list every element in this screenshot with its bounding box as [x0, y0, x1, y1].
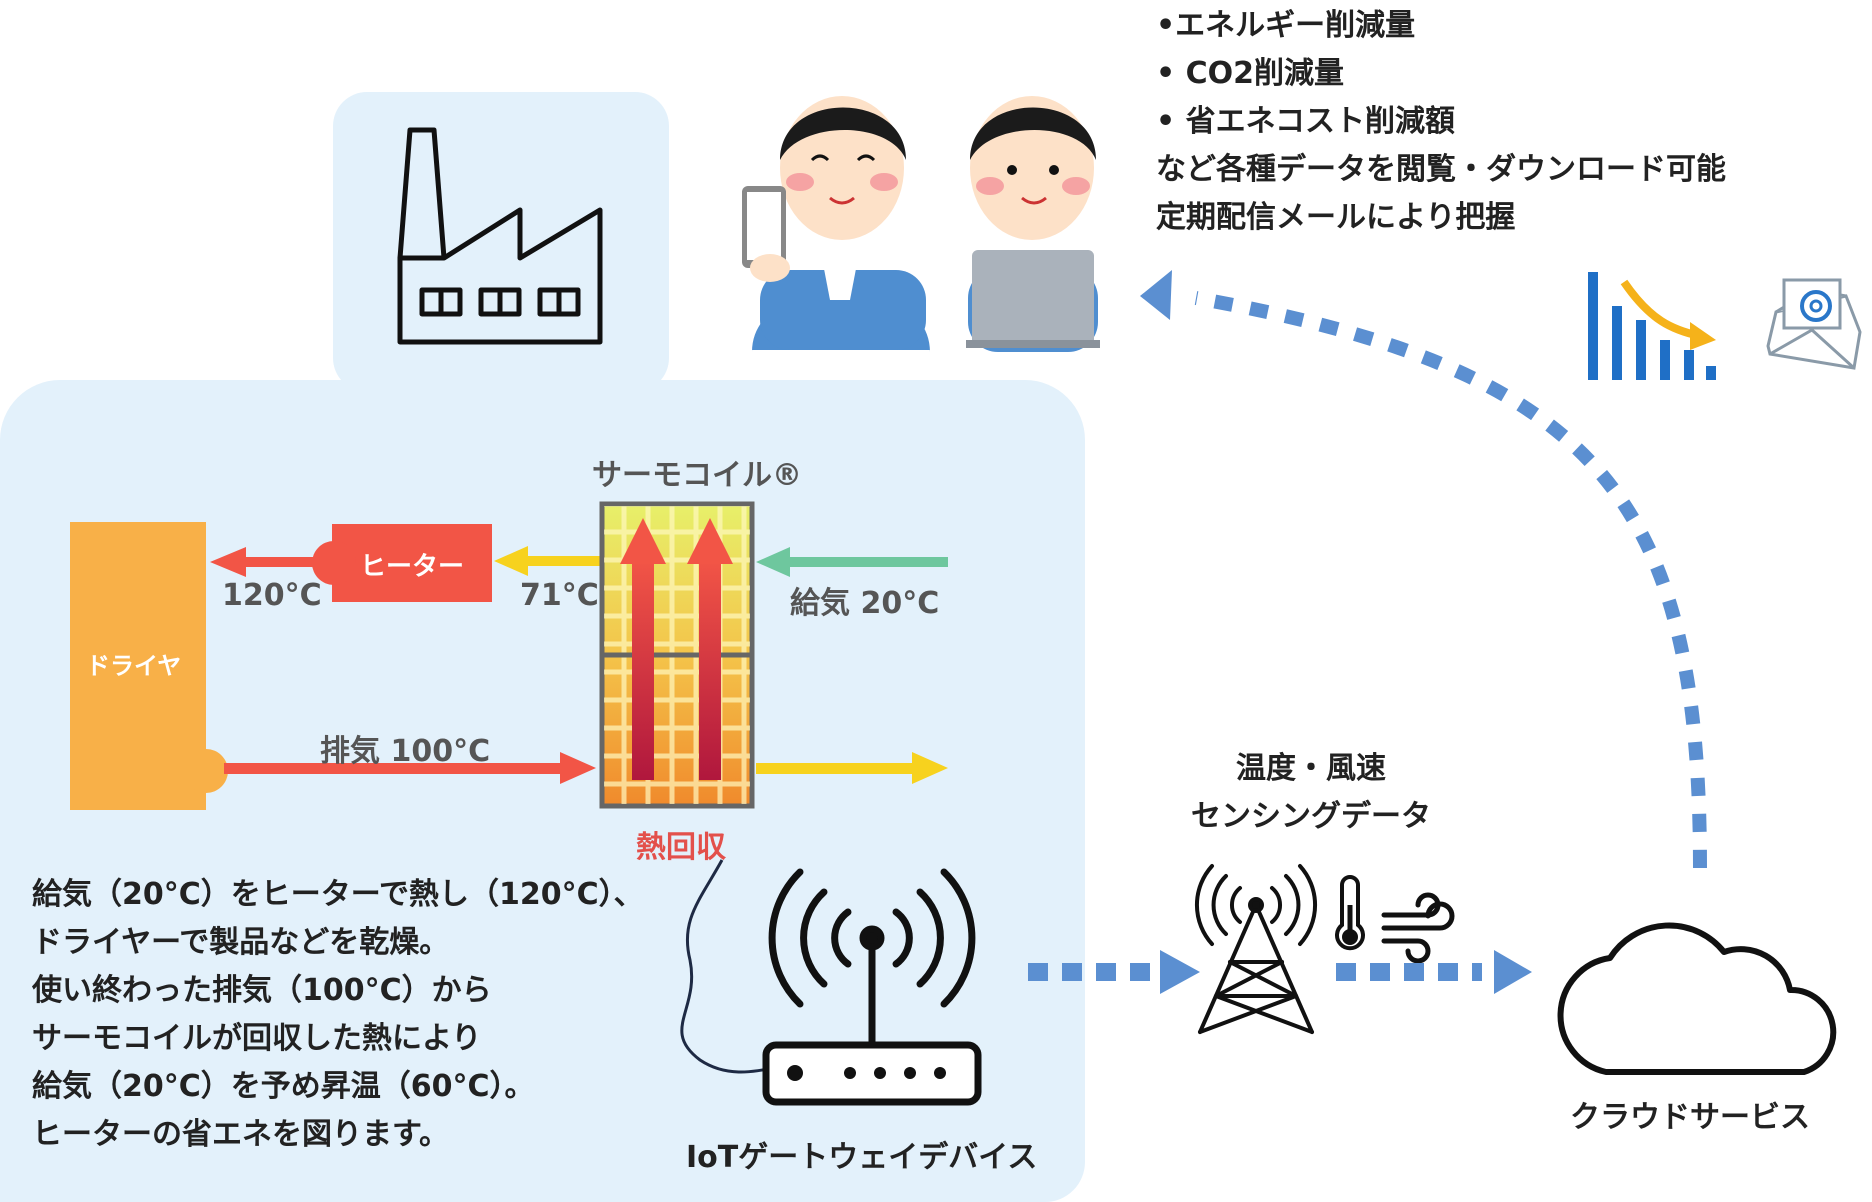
antenna-tower-icon	[1194, 864, 1318, 1034]
dryer-label: ドライヤ	[86, 652, 182, 680]
worker-laptop-icon	[966, 96, 1100, 352]
heater-box	[312, 524, 492, 602]
info-line: 定期配信メールにより把握	[1156, 200, 1516, 235]
arrow-exhaust	[224, 752, 596, 784]
temp-71: 71°C	[520, 578, 599, 613]
cloud-label: クラウドサービス	[1570, 1100, 1810, 1135]
sensing-line-1: 温度・風速	[1236, 751, 1386, 786]
description-line: ヒーターの省エネを図ります。	[32, 1117, 449, 1152]
heat-arrow-left	[620, 518, 666, 780]
arrow-cloud-to-users	[1194, 291, 1707, 869]
description-line: 給気（20°C）を予め昇温（60°C）。	[32, 1069, 535, 1104]
arrow-cloud-to-users-head	[1140, 270, 1172, 320]
sensing-line-2: センシングデータ	[1191, 799, 1431, 834]
thermocoil	[599, 501, 755, 809]
sensor-wire	[680, 859, 791, 1074]
temp-exhaust: 排気 100°C	[320, 734, 491, 769]
temp-120: 120°C	[222, 578, 322, 613]
description-line: 給気（20°C）をヒーターで熱し（120°C）、	[32, 877, 644, 912]
info-bullet: •エネルギー削減量	[1156, 8, 1416, 43]
bar-chart-down-icon	[1564, 262, 1724, 384]
info-bullet: • 省エネコスト削減額	[1156, 104, 1456, 139]
arrow-heater-to-dryer	[210, 547, 322, 577]
gateway-label: IoTゲートウェイデバイス	[686, 1140, 1038, 1175]
description-line: サーモコイルが回収した熱により	[32, 1021, 482, 1056]
dryer-box	[70, 522, 228, 810]
description-line: 使い終わった排気（100°C）から	[32, 973, 492, 1008]
heat-arrow-right	[687, 518, 733, 780]
router-icon	[762, 868, 982, 1106]
arrow-tower-to-cloud	[1336, 950, 1532, 994]
arrow-gateway-to-tower	[1028, 950, 1200, 994]
heater-label: ヒーター	[360, 552, 465, 582]
worker-phone-icon	[742, 96, 930, 352]
email-icon	[1766, 278, 1862, 370]
description: 給気（20°C）をヒーターで熱し（120°C）、 ドライヤーで製品などを乾燥。 …	[32, 871, 644, 1159]
wind-icon	[1381, 892, 1455, 964]
thermometer-icon	[1335, 875, 1365, 951]
cloud-icon	[1557, 922, 1837, 1075]
description-line: ドライヤーで製品などを乾燥。	[32, 925, 450, 960]
heat-recovery-label: 熱回収	[636, 830, 726, 865]
info-list: •エネルギー削減量 • CO2削減量 • 省エネコスト削減額 など各種データを閲…	[1156, 2, 1726, 242]
sensing-label: 温度・風速 センシングデータ	[1186, 745, 1436, 841]
temp-supply: 給気 20°C	[790, 586, 940, 621]
factory-icon	[397, 127, 603, 345]
arrow-supply-air	[756, 547, 948, 577]
arrow-exhaust-out	[756, 752, 948, 784]
info-bullet: • CO2削減量	[1156, 56, 1345, 91]
arrow-coil-to-heater	[494, 546, 602, 576]
info-line: など各種データを閲覧・ダウンロード可能	[1156, 152, 1726, 187]
thermocoil-title: サーモコイル®	[592, 458, 802, 493]
